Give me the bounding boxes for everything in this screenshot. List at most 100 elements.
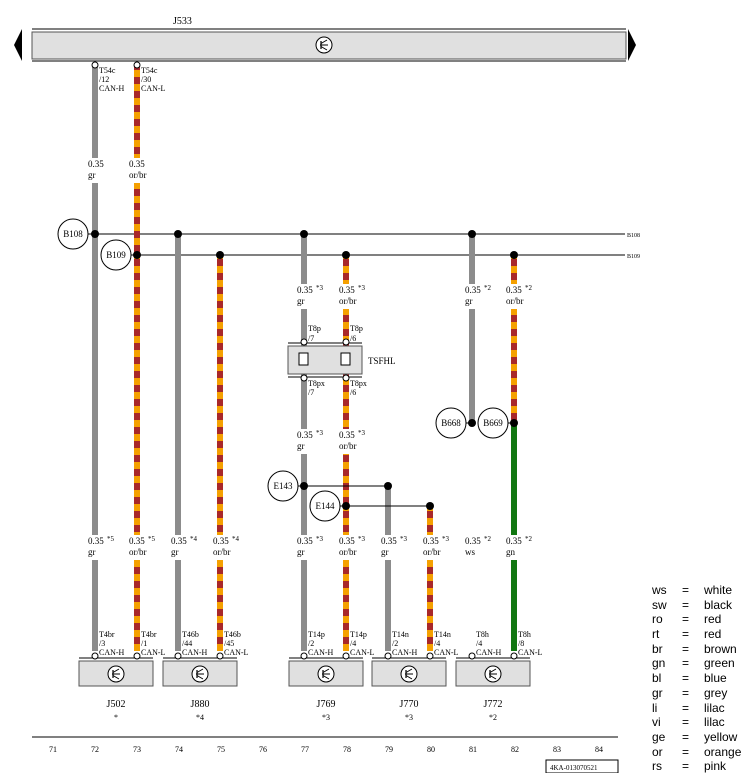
right-arrow-icon bbox=[628, 29, 636, 61]
connector-id: T4br bbox=[99, 630, 115, 639]
wire-size: 0.35 bbox=[465, 536, 481, 546]
bus-end-label-b109: B109 bbox=[627, 254, 640, 260]
connector-pin: /1 bbox=[141, 639, 147, 648]
wire-color: ws bbox=[465, 547, 475, 557]
junction-dot bbox=[342, 502, 350, 510]
junction-dot bbox=[426, 502, 434, 510]
legend-code: ge bbox=[652, 729, 666, 744]
splice-label: E144 bbox=[316, 501, 335, 511]
tsfhl-bottom-conn: T8px bbox=[350, 379, 367, 388]
legend-eq: = bbox=[682, 641, 690, 656]
splice-2: E143 bbox=[267, 470, 308, 502]
legend-row: rt=red bbox=[652, 627, 747, 642]
bottom-unit-4: J772 *2 bbox=[455, 657, 531, 722]
legend-code: ws bbox=[652, 583, 667, 597]
connector-signal: CAN-L bbox=[350, 648, 375, 657]
wire-label: 0.35*3gr bbox=[295, 429, 331, 454]
wire-size: 0.35 bbox=[506, 536, 522, 546]
top-unit-name: J533 bbox=[173, 16, 192, 27]
wire-label: 0.35*5or/br bbox=[127, 535, 163, 560]
legend-code: gn bbox=[652, 656, 666, 671]
splice-4: B668 bbox=[435, 407, 476, 439]
legend-eq: = bbox=[682, 715, 690, 730]
legend-code: br bbox=[652, 641, 663, 656]
wire-label: 0.35*2or/br bbox=[504, 284, 540, 309]
connector-id: T8h bbox=[518, 630, 531, 639]
connector-pin: /44 bbox=[182, 639, 192, 648]
legend-name: brown bbox=[704, 641, 737, 656]
junction-dot bbox=[510, 419, 518, 427]
connector-signal: CAN-H bbox=[99, 648, 125, 657]
tsfhl-bottom-pin: /7 bbox=[308, 388, 314, 397]
column-number: 72 bbox=[91, 745, 99, 754]
wire-label: 0.35*3gr bbox=[295, 284, 331, 309]
wire-size: 0.35 bbox=[339, 285, 355, 295]
column-number: 80 bbox=[427, 745, 435, 754]
legend-eq: = bbox=[682, 685, 690, 700]
junction-dot bbox=[384, 482, 392, 490]
wire-label: 0.35*3or/br bbox=[337, 429, 373, 454]
wire-label: 0.35*2gn bbox=[504, 535, 540, 560]
connector-signal: CAN-H bbox=[182, 648, 208, 657]
legend-eq: = bbox=[682, 671, 690, 686]
column-number: 78 bbox=[343, 745, 351, 754]
wire-size: 0.35 bbox=[506, 285, 522, 295]
unit-note: *2 bbox=[489, 713, 497, 722]
junction-dot bbox=[216, 251, 224, 259]
splice-circle bbox=[477, 407, 509, 439]
wire-label: 0.35*2ws bbox=[463, 535, 499, 560]
junction-dot bbox=[91, 230, 99, 238]
legend-row: li=lilac bbox=[652, 701, 747, 716]
control-unit-icon bbox=[400, 665, 418, 683]
unit-name: J772 bbox=[484, 699, 503, 710]
legend-eq: = bbox=[682, 656, 690, 671]
legend-name: yellow bbox=[704, 729, 738, 744]
wire-size: 0.35 bbox=[297, 536, 313, 546]
splice-circle bbox=[100, 239, 132, 271]
wire-color: or/br bbox=[339, 547, 357, 557]
legend-row: bl=blue bbox=[652, 671, 747, 686]
connector-id: T4br bbox=[141, 630, 157, 639]
wire-label: 0.35*3or/br bbox=[337, 535, 373, 560]
legend-name: grey bbox=[704, 685, 728, 700]
unit-note: *3 bbox=[405, 713, 413, 722]
wire-size: 0.35 bbox=[171, 536, 187, 546]
splice-3: E144 bbox=[309, 490, 350, 522]
legend-row: vi=lilac bbox=[652, 715, 747, 730]
wire-note: *2 bbox=[525, 284, 533, 292]
bottom-unit-1: J880*4 bbox=[162, 657, 238, 722]
wire-color: gn bbox=[506, 547, 516, 557]
connector-pin: /8 bbox=[518, 639, 524, 648]
tsfhl-bottom-conn: T8px bbox=[308, 379, 325, 388]
unit-name: J502 bbox=[107, 699, 126, 710]
wire-color: gr bbox=[171, 547, 179, 557]
connector-pin: /3 bbox=[99, 639, 105, 648]
wire-color: or/br bbox=[506, 296, 524, 306]
connector-signal: CAN-H bbox=[392, 648, 418, 657]
unit-note: * bbox=[114, 713, 118, 722]
splice-circle bbox=[57, 218, 89, 250]
legend-row: ro=red bbox=[652, 612, 747, 627]
connector-pin: /4 bbox=[350, 639, 356, 648]
wire-label: 0.35*4gr bbox=[169, 535, 205, 560]
control-unit-icon bbox=[315, 36, 333, 54]
tsfhl-bottom-pin: /6 bbox=[350, 388, 356, 397]
wire-color: or/br bbox=[129, 547, 147, 557]
wire-color: gr bbox=[88, 547, 96, 557]
wire-size: 0.35 bbox=[339, 536, 355, 546]
wire-orbr-73 bbox=[134, 67, 140, 651]
tsfhl-top-conn: T8p bbox=[308, 324, 321, 333]
wire-gr-72 bbox=[92, 67, 98, 651]
connector-id: T14n bbox=[392, 630, 409, 639]
connector-id: T14p bbox=[308, 630, 325, 639]
unit-name: J770 bbox=[400, 699, 419, 710]
